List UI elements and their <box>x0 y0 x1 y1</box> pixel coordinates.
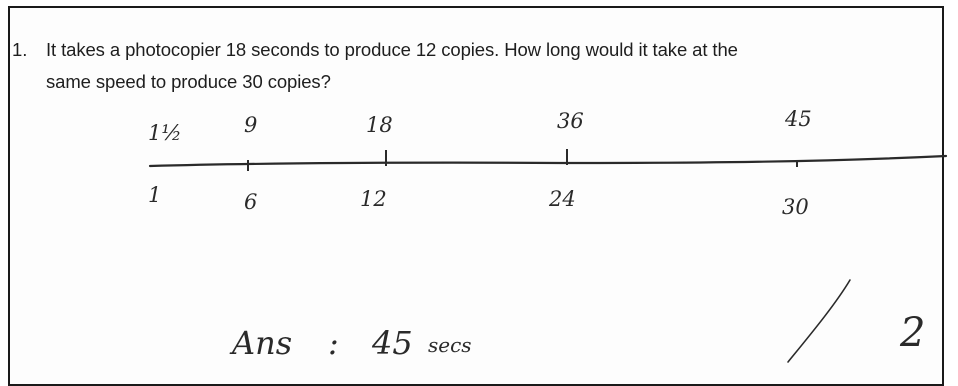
answer-value: 45 <box>371 324 413 362</box>
score-out-of: 2 <box>899 310 925 356</box>
top-label-2: 9 <box>244 113 257 137</box>
bottom-label-2: 6 <box>244 190 257 214</box>
answer-unit: secs <box>428 333 472 357</box>
worksheet: 1. It takes a photocopier 18 seconds to … <box>8 6 948 386</box>
top-label-3: 18 <box>366 113 393 137</box>
bottom-label-4: 24 <box>548 187 576 211</box>
top-label-5: 45 <box>784 107 812 131</box>
question-box <box>8 6 944 386</box>
bottom-label-5: 30 <box>782 195 809 219</box>
number-line <box>148 154 948 168</box>
top-label-1: 1½ <box>148 121 182 145</box>
handwritten-work: 1½ 9 18 36 45 1 6 12 24 30 Ans : 45 secs… <box>148 107 948 363</box>
bottom-label-1: 1 <box>148 183 161 207</box>
question-line-2: same speed to produce 30 copies? <box>46 71 331 92</box>
answer-prefix: Ans <box>229 324 292 362</box>
top-label-4: 36 <box>557 109 584 133</box>
question-line-1: It takes a photocopier 18 seconds to pro… <box>46 39 738 60</box>
bottom-label-3: 12 <box>360 187 387 211</box>
question-number: 1. <box>12 39 28 60</box>
answer-colon: : <box>328 324 339 362</box>
score-slash <box>787 279 851 363</box>
